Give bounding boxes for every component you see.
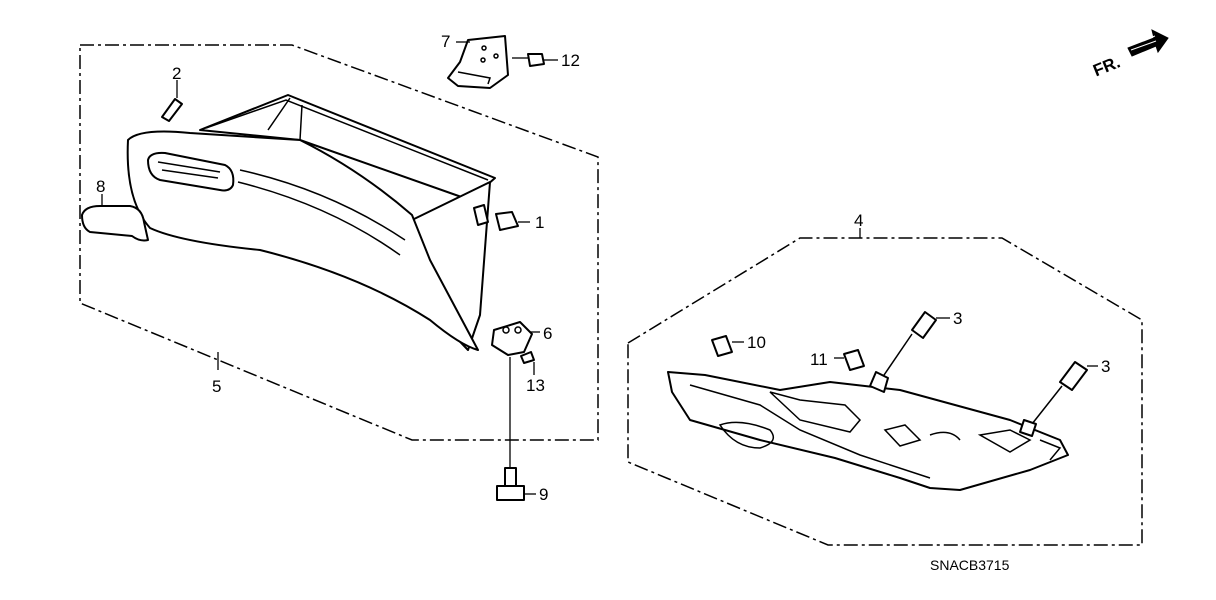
part-7-bracket [447,35,558,89]
lower-cover-part [667,371,1069,491]
part-9-bolt [496,467,536,501]
glove-box-part [126,94,496,351]
label-part-2: 2 [172,64,181,83]
diagram-code: SNACB3715 [930,557,1010,573]
label-part-13: 13 [526,376,545,395]
label-part-3b: 3 [1101,357,1110,376]
label-part-1: 1 [535,213,544,232]
part-6-latch [491,321,540,375]
label-part-9: 9 [539,485,548,504]
direction-marker: FR. [1090,52,1123,80]
part-2-pin [161,80,183,122]
label-part-11: 11 [810,350,828,369]
group-outline-part-4 [627,228,1143,546]
label-part-5: 5 [212,377,221,396]
label-part-4: 4 [854,211,863,230]
front-direction-arrow-icon [1127,29,1169,57]
part-3-strut-b [1019,361,1098,437]
label-part-12: 12 [561,51,580,70]
label-part-6: 6 [543,324,552,343]
group-outline-part-5 [79,44,599,441]
part-8-cap [81,194,149,242]
label-part-10: 10 [747,333,766,352]
part-10-clip [711,335,744,357]
part-3-strut-a [869,311,950,393]
part-1-nut [473,204,530,231]
label-part-3a: 3 [953,309,962,328]
label-part-7: 7 [441,32,450,51]
part-11-clip [834,349,865,371]
label-part-8: 8 [96,177,105,196]
